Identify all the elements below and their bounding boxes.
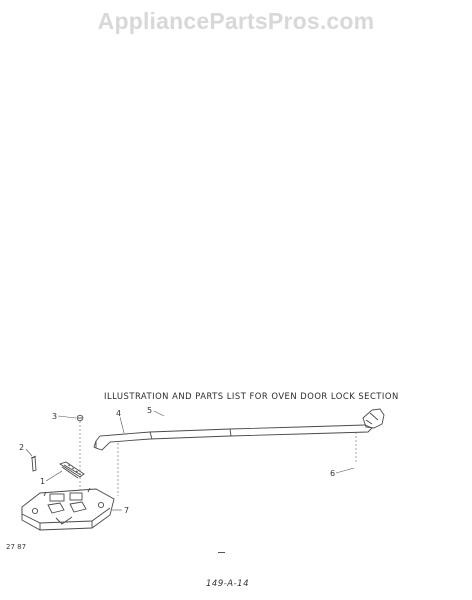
- part-6-lead-line: [335, 467, 355, 474]
- part-4-lead-line: [119, 416, 125, 434]
- callout-7: 7: [124, 506, 129, 515]
- spring-part: [58, 461, 85, 479]
- oven-door-lock-diagram: 3 4 5 2 1 6 7: [19, 406, 385, 531]
- screw-part: [76, 414, 84, 422]
- callout-6: 6: [330, 469, 335, 478]
- part-2-lead-line: [25, 448, 33, 457]
- watermark-logo: AppliancePartsPros.com: [97, 8, 375, 34]
- latch-arm-part: [93, 424, 373, 451]
- callout-4: 4: [116, 409, 121, 418]
- date-code: 27 87: [6, 543, 27, 551]
- diagram-caption: ILLUSTRATION AND PARTS LIST FOR OVEN DOO…: [104, 391, 399, 401]
- page-mark-dash: [218, 552, 225, 553]
- callout-1: 1: [40, 477, 45, 486]
- callout-5: 5: [147, 406, 152, 415]
- part-5-lead-line: [153, 410, 165, 417]
- part-3-lead-line: [57, 415, 77, 419]
- knob-cap-part: [362, 408, 385, 429]
- pin-part: [30, 455, 37, 472]
- page-code: 149-A-14: [206, 579, 249, 589]
- callout-3: 3: [52, 412, 57, 421]
- lock-base-plate-part: [21, 487, 115, 531]
- callout-2: 2: [19, 443, 24, 452]
- part-1-lead-line: [45, 470, 63, 482]
